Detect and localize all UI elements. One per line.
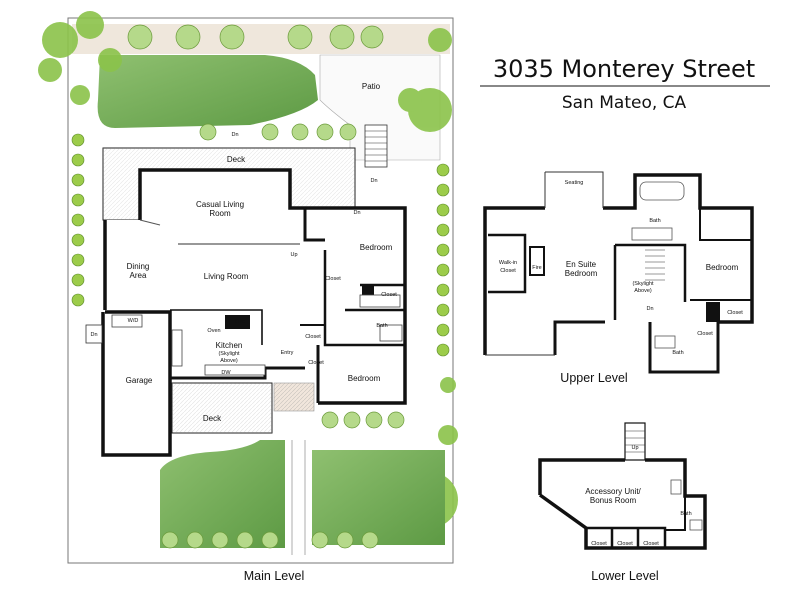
walkin-label-2: Closet — [500, 268, 516, 274]
upper-level-labels: Seating Walk-in Closet Fire En Suite Bed… — [499, 180, 743, 356]
patio-stairs — [364, 124, 388, 168]
upper-closet-b-label: Closet — [697, 331, 713, 337]
front-shrubs — [161, 411, 405, 549]
main-level-plan — [38, 11, 458, 564]
casual-living-label-1: Casual Living — [196, 200, 244, 209]
kitchen-label: Kitchen — [216, 341, 243, 350]
upper-skylight-1: (Skylight — [632, 281, 654, 287]
casual-living-label-2: Room — [209, 209, 231, 218]
dn-label-hall: Dn — [353, 210, 360, 216]
seating-label: Seating — [565, 180, 584, 186]
deck-top-label: Deck — [227, 155, 246, 164]
main-level-labels: Patio Dn Deck Dn Dn Casual Living Room D… — [90, 82, 397, 423]
lower-up-label: Up — [631, 445, 638, 451]
lower-bath-label: Bath — [680, 511, 691, 517]
wd-label: W/D — [128, 318, 139, 324]
kitchen-skylight-1: (Skylight — [218, 351, 240, 357]
dn-label-top: Dn — [231, 132, 238, 138]
lower-closet-3-label: Closet — [643, 541, 659, 547]
deck-bottom-label: Deck — [203, 414, 222, 423]
ensuite-label-2: Bedroom — [565, 269, 598, 278]
front-lawn-left — [160, 440, 285, 548]
upper-skylight-2: Above) — [634, 288, 652, 294]
fireplace — [225, 315, 250, 329]
property-title: 3035 Monterey Street — [493, 55, 755, 83]
dining-label-2: Area — [130, 271, 147, 280]
bedroom-lower-label: Bedroom — [348, 374, 381, 383]
upper-level-plan — [483, 171, 754, 374]
right-hedge — [436, 163, 450, 357]
walkin-label-1: Walk-in — [499, 260, 517, 266]
accessory-label-1: Accessory Unit/ — [585, 487, 641, 496]
accessory-label-2: Bonus Room — [590, 496, 637, 505]
fire-label: Fire — [235, 319, 244, 325]
lower-level-labels: Up Accessory Unit/ Bonus Room Bath Close… — [585, 445, 691, 547]
main-level-title: Main Level — [244, 569, 304, 583]
closet-b-label: Closet — [381, 292, 397, 298]
upper-bedroom-label: Bedroom — [706, 263, 739, 272]
main-house-walls — [138, 168, 407, 405]
lot-boundary — [67, 17, 454, 564]
upper-level-title: Upper Level — [560, 371, 627, 385]
lower-level-title: Lower Level — [591, 569, 658, 583]
dw-label: DW — [221, 370, 231, 376]
upper-bath-top-label: Bath — [649, 218, 660, 224]
dn-label-deck: Dn — [370, 178, 377, 184]
garage-label: Garage — [126, 376, 153, 385]
dn-label-side: Dn — [90, 332, 97, 338]
lower-level-plan — [538, 422, 707, 550]
entry-label: Entry — [281, 350, 294, 356]
property-subtitle: San Mateo, CA — [562, 93, 687, 113]
bedroom-upper-label: Bedroom — [360, 243, 393, 252]
up-label: Up — [290, 252, 297, 258]
lower-stairs — [624, 422, 646, 461]
living-room-label: Living Room — [204, 272, 249, 281]
closet-a-label: Closet — [325, 276, 341, 282]
closet-c-label: Closet — [305, 334, 321, 340]
upper-bath-bottom-label: Bath — [672, 350, 683, 356]
back-lawn — [97, 55, 318, 128]
kitchen-skylight-2: Above) — [220, 358, 238, 364]
patio-label: Patio — [362, 82, 381, 91]
ensuite-label-1: En Suite — [566, 260, 597, 269]
left-hedge — [71, 133, 85, 307]
dining-label-1: Dining — [127, 262, 150, 271]
bath-label: Bath — [376, 323, 387, 329]
top-shrubs — [127, 24, 384, 141]
oven-label: Oven — [207, 328, 220, 334]
garage-walls — [101, 310, 172, 457]
front-lawn-right — [312, 450, 445, 545]
lower-closet-1-label: Closet — [591, 541, 607, 547]
closet-d-label: Closet — [308, 360, 324, 366]
upper-dn-label: Dn — [646, 306, 653, 312]
upper-closet-a-label: Closet — [727, 310, 743, 316]
lower-closet-2-label: Closet — [617, 541, 633, 547]
upper-fire-label: Fire — [532, 265, 541, 271]
